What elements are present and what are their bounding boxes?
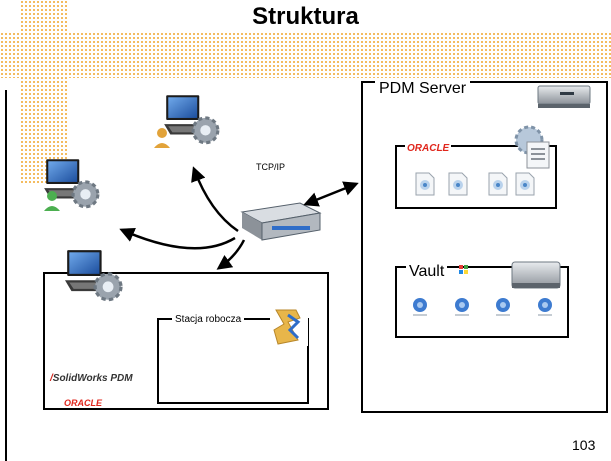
solidworks-pdm-logo: /SolidWorks PDM — [50, 373, 133, 384]
arrow-switch-to-server — [303, 181, 359, 207]
vault-label: Vault — [406, 263, 448, 281]
workstation-box — [157, 318, 309, 404]
left-margin-line — [5, 90, 7, 461]
workstation-label: Stacja robocza — [172, 314, 245, 325]
oracle-logo-client: ORACLE — [62, 398, 104, 408]
computer-icon-left[interactable] — [42, 157, 100, 209]
page-number: 103 — [572, 437, 596, 453]
arrow-switch-to-left-computer — [119, 227, 236, 250]
connection-arrows — [119, 166, 359, 270]
computer-icon-top[interactable] — [162, 93, 220, 145]
pdm-server-label: PDM Server — [375, 80, 471, 98]
decorative-dotted-band — [0, 32, 611, 78]
network-switch-icon[interactable] — [240, 202, 322, 241]
tcp-ip-label: TCP/IP — [256, 162, 286, 172]
oracle-database-box — [395, 145, 557, 209]
user-icon-top — [154, 128, 170, 148]
slide-title: Struktura — [252, 3, 359, 30]
arrow-switch-to-workstation — [216, 239, 246, 270]
oracle-logo-server: ORACLE — [405, 143, 452, 154]
pdm-server-box — [361, 81, 608, 413]
arrow-switch-to-top-computer — [191, 166, 239, 233]
server-icon[interactable] — [537, 85, 591, 108]
decorative-dotted-column — [20, 0, 68, 185]
